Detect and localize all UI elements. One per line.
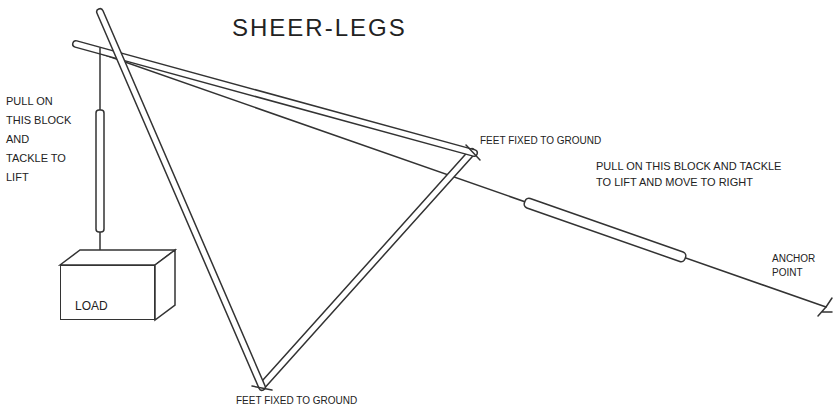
lift-note: PULL ON THIS BLOCK AND TACKLE TO LIFT bbox=[6, 92, 72, 187]
guy-tackle bbox=[523, 197, 687, 263]
lift-tackle bbox=[96, 110, 104, 232]
spreader-beam-inner bbox=[262, 152, 472, 386]
title-slot: SHEER-LEGS bbox=[232, 14, 407, 42]
label-slot: PULL ON THIS BLOCK AND TACKLE TO LIFT bbox=[6, 92, 72, 187]
diagram-title: SHEER-LEGS bbox=[232, 14, 407, 42]
anchor-mark bbox=[818, 298, 832, 316]
label-slot: FEET FIXED TO GROUND bbox=[480, 134, 640, 147]
foot-mark bbox=[252, 386, 272, 390]
feet-note: FEET FIXED TO GROUND bbox=[480, 134, 640, 147]
load-side-face bbox=[155, 250, 175, 320]
foot-mark bbox=[466, 145, 480, 160]
label-slot: FEET FIXED TO GROUND bbox=[236, 394, 396, 407]
leg-beam bbox=[100, 12, 262, 387]
label-slot: PULL ON THIS BLOCK AND TACKLE TO LIFT AN… bbox=[596, 158, 796, 190]
load-box: LOAD bbox=[60, 265, 155, 320]
label-slot: ANCHOR POINT bbox=[772, 252, 832, 280]
leg-beam-inner bbox=[100, 12, 262, 387]
load-label: LOAD bbox=[75, 299, 108, 313]
feet-note: FEET FIXED TO GROUND bbox=[236, 394, 396, 407]
move-note: PULL ON THIS BLOCK AND TACKLE TO LIFT AN… bbox=[596, 158, 796, 190]
spreader-beam bbox=[262, 152, 472, 386]
anchor-label: ANCHOR POINT bbox=[772, 252, 832, 280]
